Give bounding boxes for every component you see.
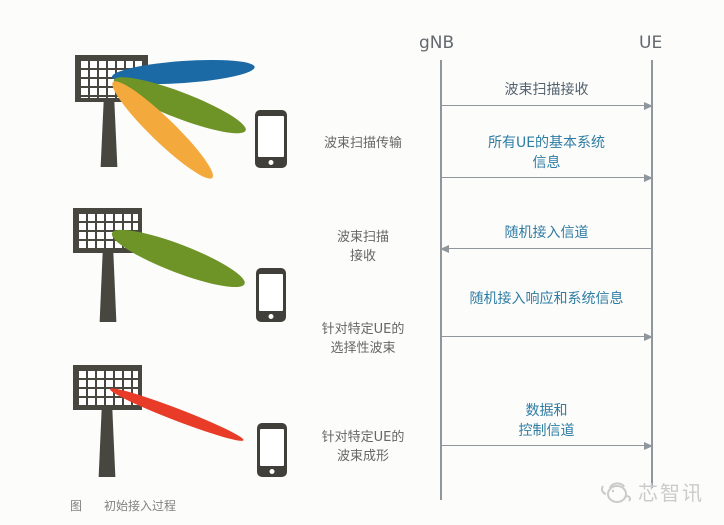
stage-label-selective-beam: 针对特定UE的 选择性波束 <box>321 322 405 356</box>
ue-lifeline <box>651 60 653 488</box>
beam-red-icon <box>107 383 246 446</box>
ue-phone-icon-1 <box>255 110 287 168</box>
message-arrow-2 <box>441 173 653 182</box>
figure-caption-prefix: 图 <box>70 499 83 513</box>
phone-home-button <box>269 469 275 474</box>
antenna-pole-1 <box>100 100 118 167</box>
ue-phone-icon-3 <box>257 423 287 477</box>
figure-caption: 图 初始接入过程 <box>70 497 176 514</box>
beam-green-2-icon <box>106 219 250 297</box>
message-label-3: 随机接入信道 <box>504 225 589 241</box>
antenna-pole-2 <box>99 251 117 322</box>
stage-label-beam-sweep-tx: 波束扫描传输 <box>323 136 402 151</box>
antenna-array-3 <box>73 365 142 410</box>
message-label-4: 随机接入响应和系统信息 <box>469 291 624 307</box>
message-arrow-1 <box>441 101 653 110</box>
stage-label-beamforming: 针对特定UE的 波束成形 <box>321 430 405 464</box>
watermark-brand-text: 芯智讯 <box>638 481 704 505</box>
phone-screen <box>260 429 284 466</box>
actor-ue-label: UE <box>639 33 663 53</box>
message-arrow-4 <box>441 332 653 341</box>
antenna-pole-3 <box>98 408 116 477</box>
stage-label-beam-sweep-rx: 波束扫描 接收 <box>336 230 389 264</box>
phone-screen <box>259 274 283 311</box>
message-arrow-3 <box>440 244 652 253</box>
watermark: 芯智讯 <box>600 477 704 506</box>
message-label-5: 数据和 控制信道 <box>518 403 575 439</box>
phone-home-button <box>268 160 274 165</box>
gnb-lifeline <box>440 60 442 500</box>
message-label-2: 所有UE的基本系统 信息 <box>487 135 606 171</box>
phone-screen <box>258 116 284 157</box>
message-arrow-5 <box>441 441 653 450</box>
ue-phone-icon-2 <box>256 268 286 322</box>
figure-caption-title: 初始接入过程 <box>104 499 177 513</box>
brand-logo-icon <box>601 481 631 503</box>
message-label-1: 波束扫描接收 <box>504 82 589 98</box>
actor-gnb-label: gNB <box>419 33 455 53</box>
phone-home-button <box>268 314 274 319</box>
